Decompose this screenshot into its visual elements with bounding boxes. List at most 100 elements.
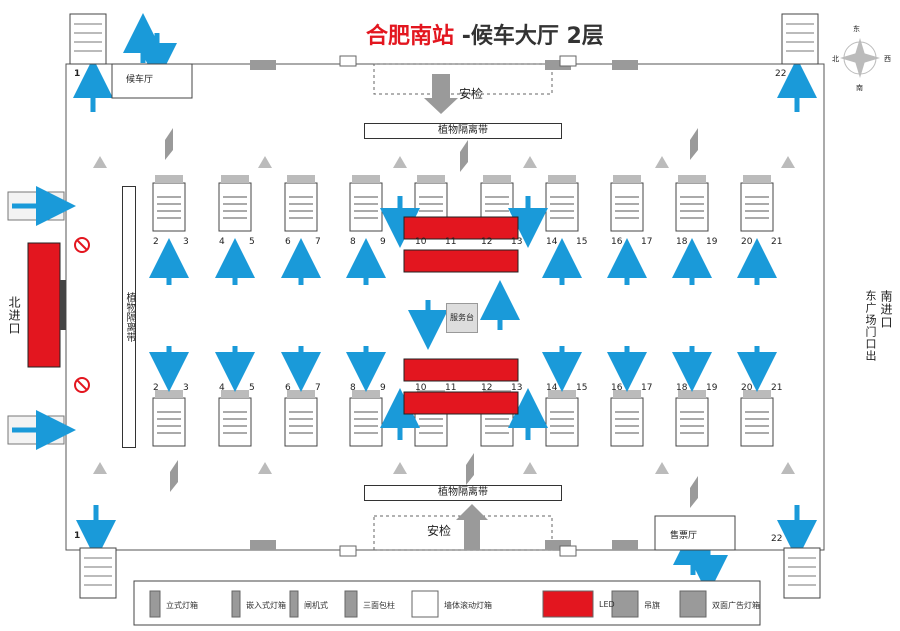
station-name: 合肥南站 [366, 24, 455, 49]
hall-name: -候车大厅 2层 [461, 24, 604, 49]
hanging-flag [690, 128, 698, 160]
corner-label-top-right: 22 [775, 69, 787, 79]
gate-top-2-lightbox [221, 175, 249, 183]
led-screen [403, 358, 519, 382]
pillar-wrap [393, 156, 407, 168]
west-exit-label: 北进口 [7, 296, 21, 335]
gate-top-10-lightbox [743, 175, 771, 183]
scrolling-lightbox [559, 545, 577, 557]
standing-lightbox-icon [149, 590, 161, 618]
legend-item-label: 双面广告灯箱 [712, 601, 760, 610]
legend-item-label: 立式灯箱 [166, 601, 198, 610]
security-zone-top [373, 63, 553, 95]
gate-top-7 [545, 182, 579, 232]
gate-top-8 [610, 182, 644, 232]
pillar-wrap [93, 156, 107, 168]
gate-bottom-7 [545, 397, 579, 447]
gate-top-7-lightbox [548, 175, 576, 183]
gate-bottom-1 [152, 397, 186, 447]
scrolling-lightbox [339, 545, 357, 557]
waiting-room-top: 候车厅 [126, 75, 154, 85]
west-led-mount [60, 280, 66, 330]
ticket-hall-bottom: 售票厅 [670, 531, 698, 541]
gate-number-bottom: 3 [183, 383, 189, 393]
gate-number-bottom: 9 [380, 383, 386, 393]
waiting-room-top-box [111, 63, 193, 99]
gate-number-top: 9 [380, 237, 386, 247]
gate-number-top: 16 [611, 237, 623, 247]
gate-bottom-9 [675, 397, 709, 447]
info-desk[interactable]: 服务台 [446, 303, 478, 333]
embedded-lightbox [612, 60, 638, 70]
hanging-flag-icon [611, 590, 639, 618]
plant-belt-top: 植物隔离带 [364, 123, 562, 139]
gate-top-2 [218, 182, 252, 232]
compass-north: 东 [853, 25, 860, 33]
gate-number-bottom: 17 [641, 383, 653, 393]
legend-item-label: 闸机式 [304, 601, 328, 610]
corner-stairs [79, 547, 117, 599]
west-led-screen [27, 242, 61, 368]
gate-number-top: 17 [641, 237, 653, 247]
gate-bottom-1-lightbox [155, 390, 183, 398]
corner-label-bottom-right: 22 [771, 534, 783, 544]
gate-top-4 [349, 182, 383, 232]
gate-bottom-8 [610, 397, 644, 447]
gate-number-bottom: 18 [676, 383, 688, 393]
gate-number-top: 21 [771, 237, 783, 247]
corner-stairs [783, 547, 821, 599]
compass-west: 北 [832, 55, 839, 63]
page-title: 合肥南站 -候车大厅 2层 [366, 18, 604, 50]
hanging-flag [170, 460, 178, 492]
gate-number-bottom: 15 [576, 383, 588, 393]
embedded-lightbox [612, 540, 638, 550]
gate-number-bottom: 19 [706, 383, 718, 393]
gate-number-top: 7 [315, 237, 321, 247]
embedded-lightbox-icon [231, 590, 241, 618]
gate-number-top: 11 [445, 237, 457, 247]
led-screen [403, 216, 519, 240]
embedded-lightbox [250, 60, 276, 70]
gate-bottom-9-lightbox [678, 390, 706, 398]
gate-top-5-lightbox [417, 175, 445, 183]
hanging-flag [460, 140, 468, 172]
legend-item-label: LED [599, 600, 615, 609]
embedded-lightbox [250, 540, 276, 550]
corner-stairs [781, 13, 819, 65]
gate-number-bottom: 8 [350, 383, 356, 393]
gate-number-bottom: 5 [249, 383, 255, 393]
gate-top-9 [675, 182, 709, 232]
gate-icon [289, 590, 299, 618]
compass-needle-cross [840, 52, 880, 64]
gate-top-1 [152, 182, 186, 232]
pillar-wrap [781, 462, 795, 474]
scrolling-lightbox [559, 55, 577, 67]
legend-item-label: 吊旗 [644, 601, 660, 610]
gate-number-top: 15 [576, 237, 588, 247]
embedded-lightbox [545, 60, 571, 70]
gate-number-top: 10 [415, 237, 427, 247]
gate-bottom-8-lightbox [613, 390, 641, 398]
gate-number-top: 18 [676, 237, 688, 247]
gate-bottom-4 [349, 397, 383, 447]
gate-bottom-2 [218, 397, 252, 447]
gate-number-bottom: 16 [611, 383, 623, 393]
gate-number-top: 8 [350, 237, 356, 247]
gate-number-top: 4 [219, 237, 225, 247]
plant-belt-left: 植物隔离带 [122, 186, 136, 448]
gate-bottom-2-lightbox [221, 390, 249, 398]
pillar-wrap [93, 462, 107, 474]
no-smoking-icon-bar [76, 239, 88, 251]
gate-top-9-lightbox [678, 175, 706, 183]
double-sided-lightbox-icon [679, 590, 707, 618]
pillar-wrap [781, 156, 795, 168]
corner-label-bottom-left: 1 [74, 531, 81, 541]
pillar-wrap [258, 156, 272, 168]
hanging-flag [165, 128, 173, 160]
gate-top-6-lightbox [483, 175, 511, 183]
security-arrow-bottom [456, 504, 488, 550]
security-label-top: 安检 [459, 87, 484, 101]
embedded-lightbox [545, 540, 571, 550]
gate-number-bottom: 12 [481, 383, 493, 393]
gate-bottom-10-lightbox [743, 390, 771, 398]
